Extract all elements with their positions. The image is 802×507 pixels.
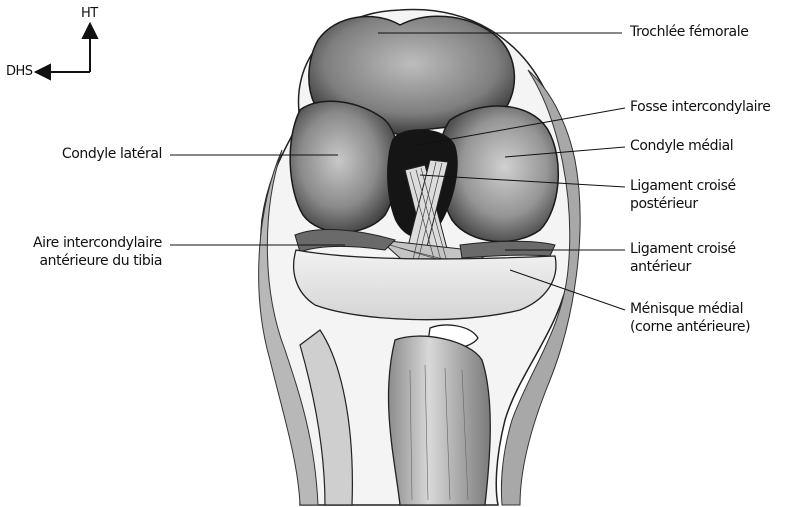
- label-fossa: Fosse intercondylaire: [630, 98, 770, 116]
- orientation-left-label: DHS: [6, 64, 33, 79]
- label-tibia-area-line1: Aire intercondylaire: [33, 234, 162, 252]
- label-lateral-condyle: Condyle latéral: [62, 145, 162, 163]
- lateral-condyle-shape: [290, 101, 398, 232]
- label-meniscus-line1: Ménisque médial: [630, 300, 743, 318]
- label-meniscus-line2: (corne antérieure): [630, 318, 750, 336]
- orientation-up-label: HT: [81, 6, 98, 21]
- label-medial-condyle: Condyle médial: [630, 137, 733, 155]
- label-pcl-line1: Ligament croisé: [630, 177, 736, 195]
- tibia-shaft: [389, 336, 491, 505]
- label-tibia-area-line2: antérieure du tibia: [39, 252, 162, 270]
- orientation-arrows: [36, 24, 97, 79]
- tibial-plateau: [294, 250, 556, 320]
- label-pcl-line2: postérieur: [630, 195, 698, 213]
- label-trochlea: Trochlée fémorale: [630, 23, 748, 41]
- label-acl-line1: Ligament croisé: [630, 240, 736, 258]
- label-acl-line2: antérieur: [630, 258, 691, 276]
